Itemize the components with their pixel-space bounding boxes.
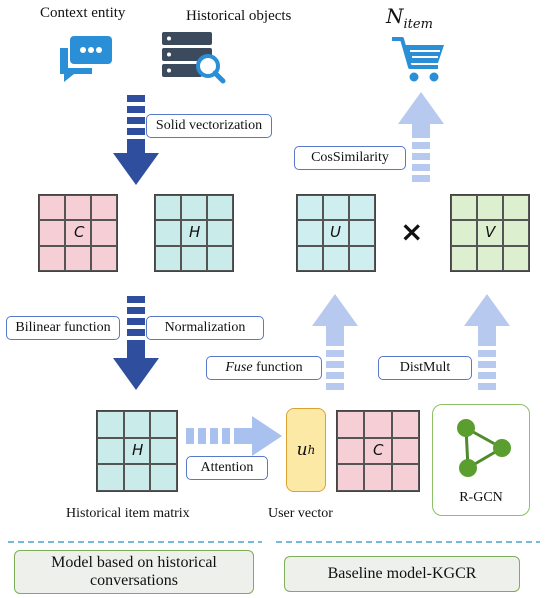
matrix-h-label: H [189,223,201,241]
right-arrow-attention [186,416,282,456]
matrix-h2-label: H [132,441,144,459]
historical-item-matrix [96,410,178,492]
user-vector-caption: User vector [268,506,333,521]
distmult-box: DistMult [378,356,472,380]
bilinear-function-box: Bilinear function [6,316,120,340]
down-arrow-bilinear [113,296,159,390]
item-matrix-v [450,194,530,272]
rgcn-box [432,404,530,516]
context-matrix-c [38,194,118,272]
graph-network-icon [457,419,511,477]
cos-similarity-box: CosSimilarity [294,146,406,170]
chat-icon [60,36,112,82]
user-matrix-u [296,194,376,272]
n-item-label: Nitem [386,4,433,32]
solid-vectorization-box: Solid vectorization [146,114,272,138]
up-arrow-cosine [398,92,444,182]
historical-item-matrix-caption: Historical item matrix [66,506,190,521]
historical-model-box: Model based on historical conversations [14,550,254,594]
multiply-sign: × [400,215,424,248]
context-entity-label: Context entity [40,5,126,21]
matrix-u-label: U [330,223,341,241]
dashed-separator [8,541,540,543]
database-search-icon [162,32,226,84]
shopping-cart-icon [392,37,444,82]
matrix-c-label: C [74,223,85,241]
down-arrow-vectorization [113,95,159,185]
context-matrix-c2 [336,410,420,492]
matrix-c2-label: C [373,441,384,459]
attention-box: Attention [186,456,268,480]
up-arrow-distmult [464,294,510,390]
historical-objects-label: Historical objects [186,8,292,24]
matrix-v-label: V [485,223,496,241]
up-arrow-fuse [312,294,358,390]
history-matrix-h [154,194,234,272]
baseline-model-box: Baseline model-KGCR [284,556,520,592]
fuse-function-box: Fuse function [206,356,322,380]
rgcn-label: R-GCN [459,490,503,505]
normalization-box: Normalization [146,316,264,340]
